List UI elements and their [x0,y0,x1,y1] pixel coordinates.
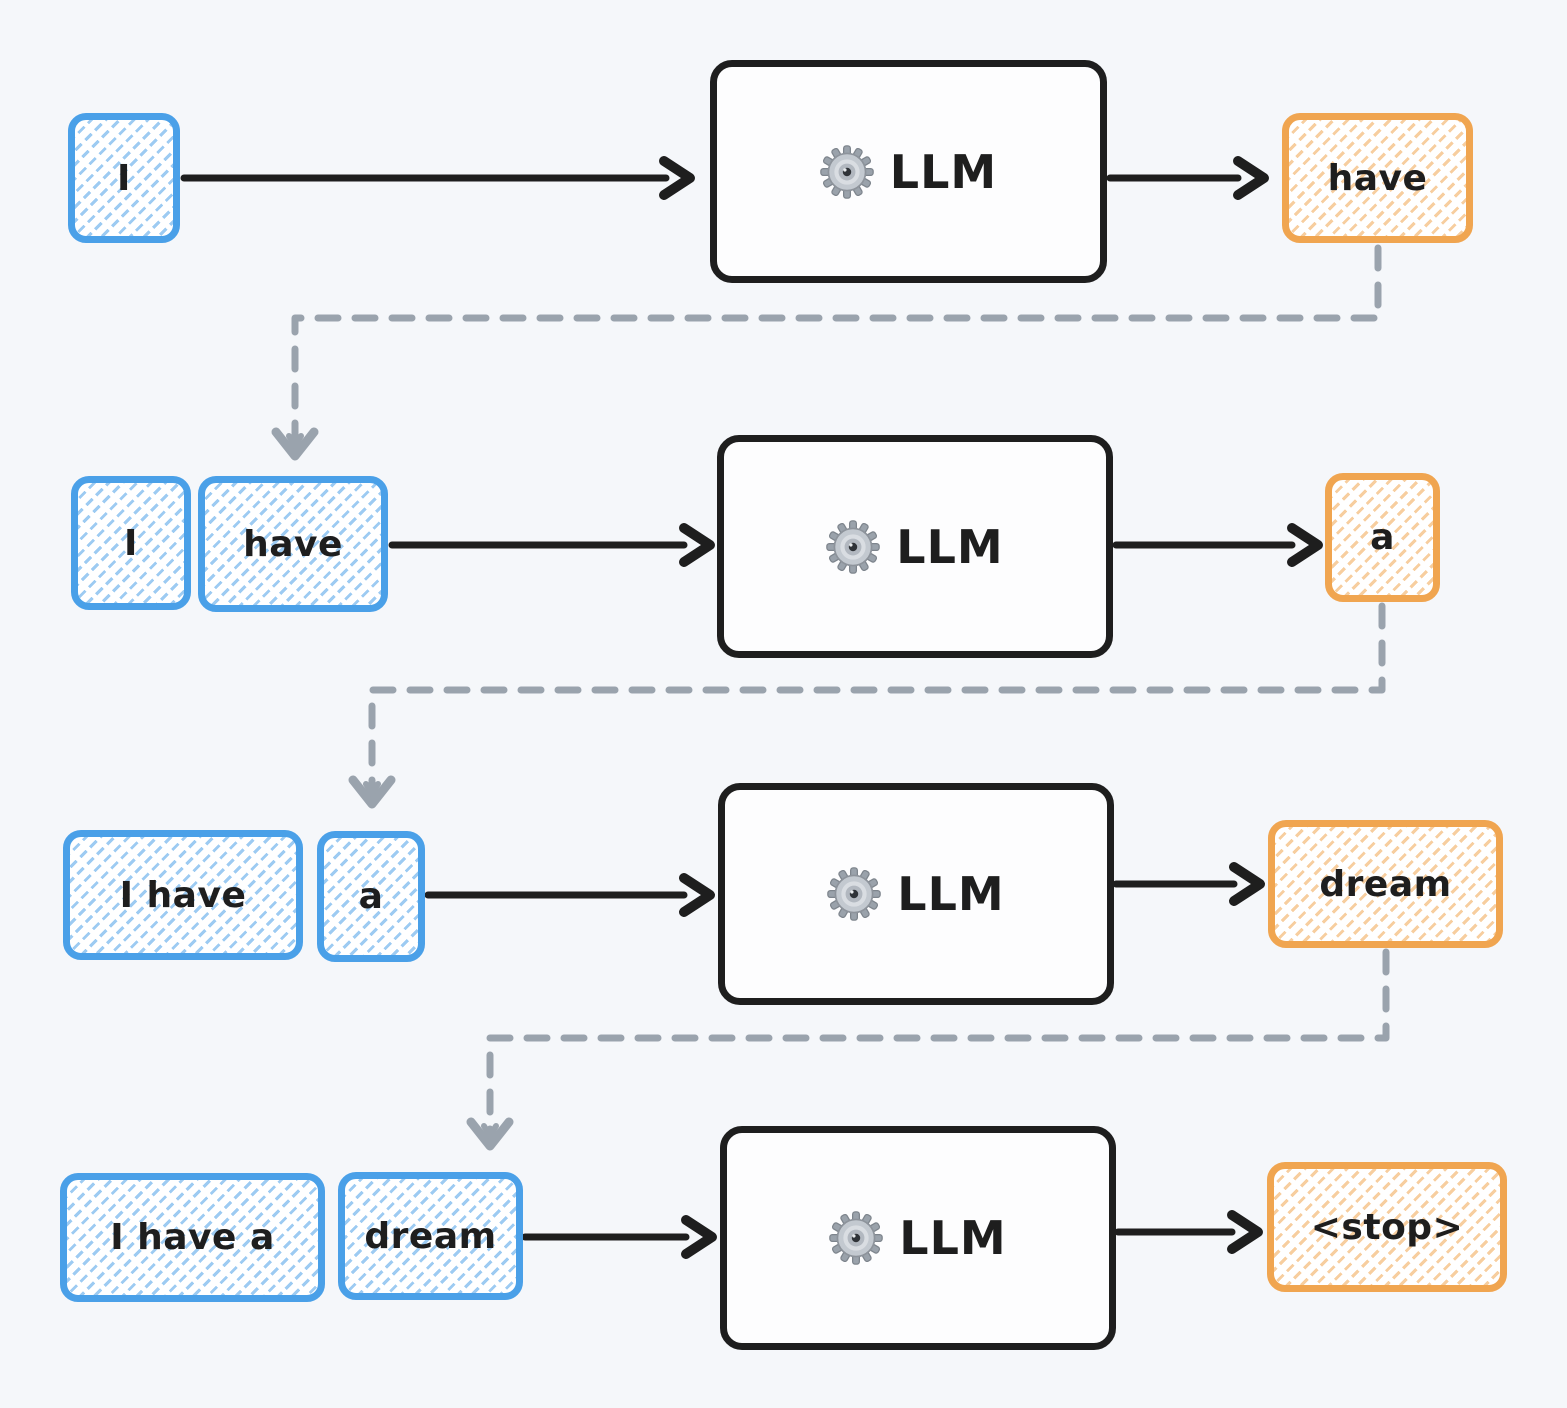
llm-label: LLM [896,519,1004,574]
llm-label: LLM [899,1211,1007,1265]
arrowhead-icon [1229,862,1265,906]
input-token: I [71,476,191,610]
output-token: <stop> [1267,1162,1507,1292]
token-label: have [1327,157,1428,199]
gear-icon [826,519,881,574]
arrowhead-icon [1233,156,1269,200]
input-token: I have [63,830,303,960]
input-token: a [317,831,425,962]
dashed-arrowhead-icon [481,1123,499,1139]
input-token: I [68,113,180,243]
input-token: I have a [60,1173,325,1302]
dashed-arrowhead-icon [348,775,396,809]
llm-label: LLM [897,867,1005,921]
input-token: dream [338,1172,523,1300]
solid-arrows [180,156,1323,1259]
arrowhead-icon [679,523,715,567]
arrowhead-icon [659,156,695,200]
dashed-arrowhead-icon [286,433,304,449]
token-label: I [124,522,138,564]
token-label: dream [364,1215,497,1257]
token-label: I have a [110,1217,275,1258]
arrowhead-icon [1227,1210,1263,1254]
token-label: dream [1319,863,1452,905]
output-token: dream [1268,820,1503,948]
llm-box: LLM [718,783,1114,1005]
gear-icon [827,867,882,921]
output-token: have [1282,113,1473,243]
arrowhead-icon [1287,523,1323,567]
arrowhead-icon [679,873,715,917]
dashed-arrowhead-icon [363,781,381,797]
feedback-arrows [271,244,1390,1151]
token-label: <stop> [1310,1206,1464,1248]
gear-icon [820,144,874,199]
input-token: have [198,476,388,612]
gear-icon [829,1211,884,1265]
arrowhead-icon [681,1215,717,1259]
token-label: have [243,523,343,565]
llm-box: LLM [710,60,1107,283]
token-label: a [358,876,384,917]
token-label: a [1370,517,1395,558]
llm-label: LLM [889,144,998,199]
dashed-arrowhead-icon [271,427,319,461]
llm-box: LLM [720,1126,1116,1350]
token-label: I [117,157,131,199]
output-token: a [1325,473,1440,602]
token-label: I have [119,874,247,916]
dashed-arrowhead-icon [466,1117,514,1151]
llm-box: LLM [717,435,1113,658]
